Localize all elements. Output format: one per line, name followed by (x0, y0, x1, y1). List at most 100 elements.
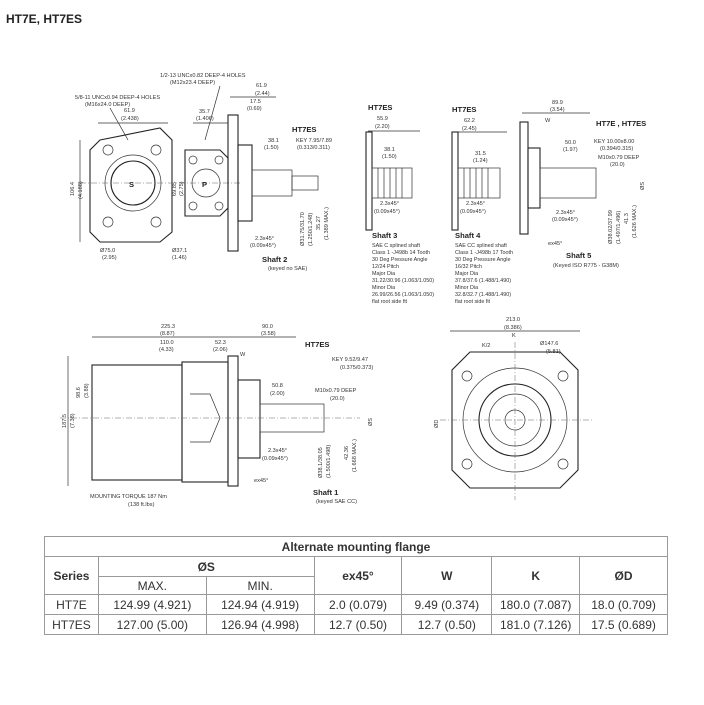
front-k2: K/2 (482, 343, 490, 349)
side-dim-4-33: (4.33) (159, 347, 174, 353)
cell-k: 181.0 (7.126) (491, 614, 581, 635)
shaft3-name: Shaft 3 (372, 231, 397, 240)
shaft2-d31: Ø31.75/31.70 (300, 212, 306, 246)
shaft4-name: Shaft 4 (455, 231, 481, 240)
header-series: Series (44, 556, 99, 595)
shaft5-models: HT7E , HT7ES (596, 119, 646, 128)
shaft4-spec-8: flat root side fit (455, 299, 491, 305)
shaft2-key-in: (0.313/0.311) (297, 145, 330, 151)
side-torque: MOUNTING TORQUE 187 Nm (90, 494, 167, 500)
shaft5-chamfer: 2.3x45° (556, 210, 575, 216)
header-k: K (491, 556, 581, 595)
cell-od: 18.0 (0.709) (579, 594, 668, 615)
side-dim-7-38: (7.38) (70, 413, 76, 428)
shaft4-spec-6: Minor Dia (455, 285, 478, 291)
dim-2-75: (2.75) (179, 181, 185, 196)
shaft5-key-in: (0.394/0.315) (600, 146, 633, 152)
side-thread-depth: (20.0) (330, 396, 345, 402)
dim-17-5: 17.5 (250, 99, 261, 105)
shaft3-dim-1-50: (1.50) (382, 154, 397, 160)
header-w: W (401, 556, 493, 595)
dim-1-406: (1.406) (196, 116, 214, 122)
shaft-4-view: HT7ES 62.2 (2.45) 31.5 (1.24) 2.3x45° (0… (451, 105, 513, 305)
header-ex45: ex45° (313, 556, 403, 595)
side-dim-90: 90.0 (262, 324, 273, 330)
front-dim-8-386: (8.386) (504, 325, 522, 331)
shaft5-dim-50: 50.0 (565, 140, 576, 146)
cell-od: 17.5 (0.689) (579, 614, 668, 635)
shaft-2-view: HT7ES 38.1 (1.50) KEY 7.95/7.89 (0.313/0… (250, 125, 332, 272)
shaft5-w: W (545, 118, 551, 124)
note-holes-13: 1/2-13 UNCx0.82 DEEP-4 HOLES (160, 73, 246, 79)
dim-106-4: 106.4 (70, 182, 76, 196)
cell-ex45: 2.0 (0.079) (313, 594, 403, 615)
shaft4-dim-2-45: (2.45) (462, 126, 477, 132)
label-p: P (202, 180, 207, 189)
shaft4-spec-2: 30 Deg Pressure Angle (455, 257, 510, 263)
shaft3-dim-2-20: (2.20) (375, 124, 390, 130)
shaft3-spec-6: Minor Dia (372, 285, 395, 291)
side-thread: M10x0.79 DEEP (315, 388, 357, 394)
shaft2-dim-1-50: (1.50) (264, 145, 279, 151)
side-d42-in: (1.668 MAX.) (352, 439, 358, 472)
shaft5-d41-in: (1.626 MAX.) (632, 205, 638, 238)
side-dim-110: 110.0 (160, 340, 174, 346)
shaft2-model: HT7ES (292, 125, 316, 134)
shaft3-model: HT7ES (368, 103, 392, 112)
cell-ex45: 12.7 (0.50) (313, 614, 403, 635)
shaft5-d38-in: (1.497/1.496) (616, 211, 622, 244)
shaft3-spec-2: 30 Deg Pressure Angle (372, 257, 427, 263)
cell-min: 126.94 (4.998) (205, 614, 315, 635)
cell-series: HT7E (44, 594, 99, 615)
table-caption: Alternate mounting flange (44, 536, 668, 557)
side-chamfer: 2.3x45° (268, 448, 287, 454)
shaft4-chamfer: 2.3x45° (466, 201, 485, 207)
front-d147: Ø147.6 (540, 341, 558, 347)
cell-w: 9.49 (0.374) (401, 594, 493, 615)
side-dim-98-6: 98.6 (76, 387, 82, 398)
shaft2-d35: 35.27 (316, 216, 322, 230)
dim-2-95: (2.95) (102, 255, 117, 261)
header-os: ØS (97, 556, 315, 577)
shaft3-spec-1: Class 1 -J498b 14 Tooth (372, 250, 430, 256)
side-view: 225.3 (8.87) 110.0 (4.33) 52.3 (2.06) 90… (60, 324, 374, 508)
shaft5-desc: (Keyed ISO R775 - G38M) (553, 263, 619, 269)
note-holes-58-metric: (M16x24.0 DEEP) (85, 102, 130, 108)
side-dim-52-3: 52.3 (215, 340, 226, 346)
shaft3-spec-7: 26.99/26.56 (1.063/1.050) (372, 292, 434, 298)
shaft3-dim-38-1: 38.1 (384, 147, 395, 153)
shaft2-desc: (keyed no SAE) (268, 266, 307, 272)
alternate-mounting-flange-table-wrap: Alternate mounting flange Series ØS ex45… (44, 536, 668, 635)
shaft4-model: HT7ES (452, 105, 476, 114)
shaft5-dim-1-97: (1.97) (563, 147, 578, 153)
shaft3-spec-5: 31.22/30.96 (1.063/1.050) (372, 278, 434, 284)
side-dim-2-00: (2.00) (270, 391, 285, 397)
shaft5-ex45: ex45° (548, 241, 562, 247)
header-min: MIN. (205, 576, 315, 595)
side-chamfer-in: (0.09x45°) (262, 456, 288, 462)
dim-69-85: 69.85 (172, 182, 178, 196)
shaft5-os: ØS (640, 182, 646, 190)
shaft-3-view: HT7ES 55.9 (2.20) 38.1 (1.50) 2.3x45° (0… (365, 103, 434, 305)
shaft3-spec-3: 12/24 Pitch (372, 264, 399, 270)
shaft4-dim-62-2: 62.2 (464, 118, 475, 124)
side-dim-8-87: (8.87) (160, 331, 175, 337)
shaft2-chamfer-in: (0.09x45°) (250, 243, 276, 249)
side-dim-225-3: 225.3 (161, 324, 175, 330)
cell-w: 12.7 (0.50) (401, 614, 493, 635)
front-dim-213: 213.0 (506, 317, 520, 323)
shaft5-d41: 41.3 (624, 213, 630, 224)
side-d42: 42.36 (344, 446, 350, 460)
shaft5-thread-depth: (20.0) (610, 162, 625, 168)
shaft2-d31-in: (1.250/1.248) (308, 213, 314, 246)
side-dim-50-8: 50.8 (272, 383, 283, 389)
shaft-5-view: 89.9 (3.54) W HT7E , HT7ES 50.0 (1.97) K… (519, 100, 646, 269)
shaft5-dim-3-54: (3.54) (550, 107, 565, 113)
shaft2-name: Shaft 2 (262, 255, 287, 264)
cell-series: HT7ES (44, 614, 99, 635)
shaft3-spec-0: SAE C splined shaft (372, 243, 420, 249)
label-s: S (129, 180, 134, 189)
shaft4-spec-7: 32.8/32.7 (1.488/1.490) (455, 292, 511, 298)
dim-0-69: (0.69) (247, 106, 262, 112)
shaft2-key: KEY 7.95/7.89 (296, 138, 332, 144)
